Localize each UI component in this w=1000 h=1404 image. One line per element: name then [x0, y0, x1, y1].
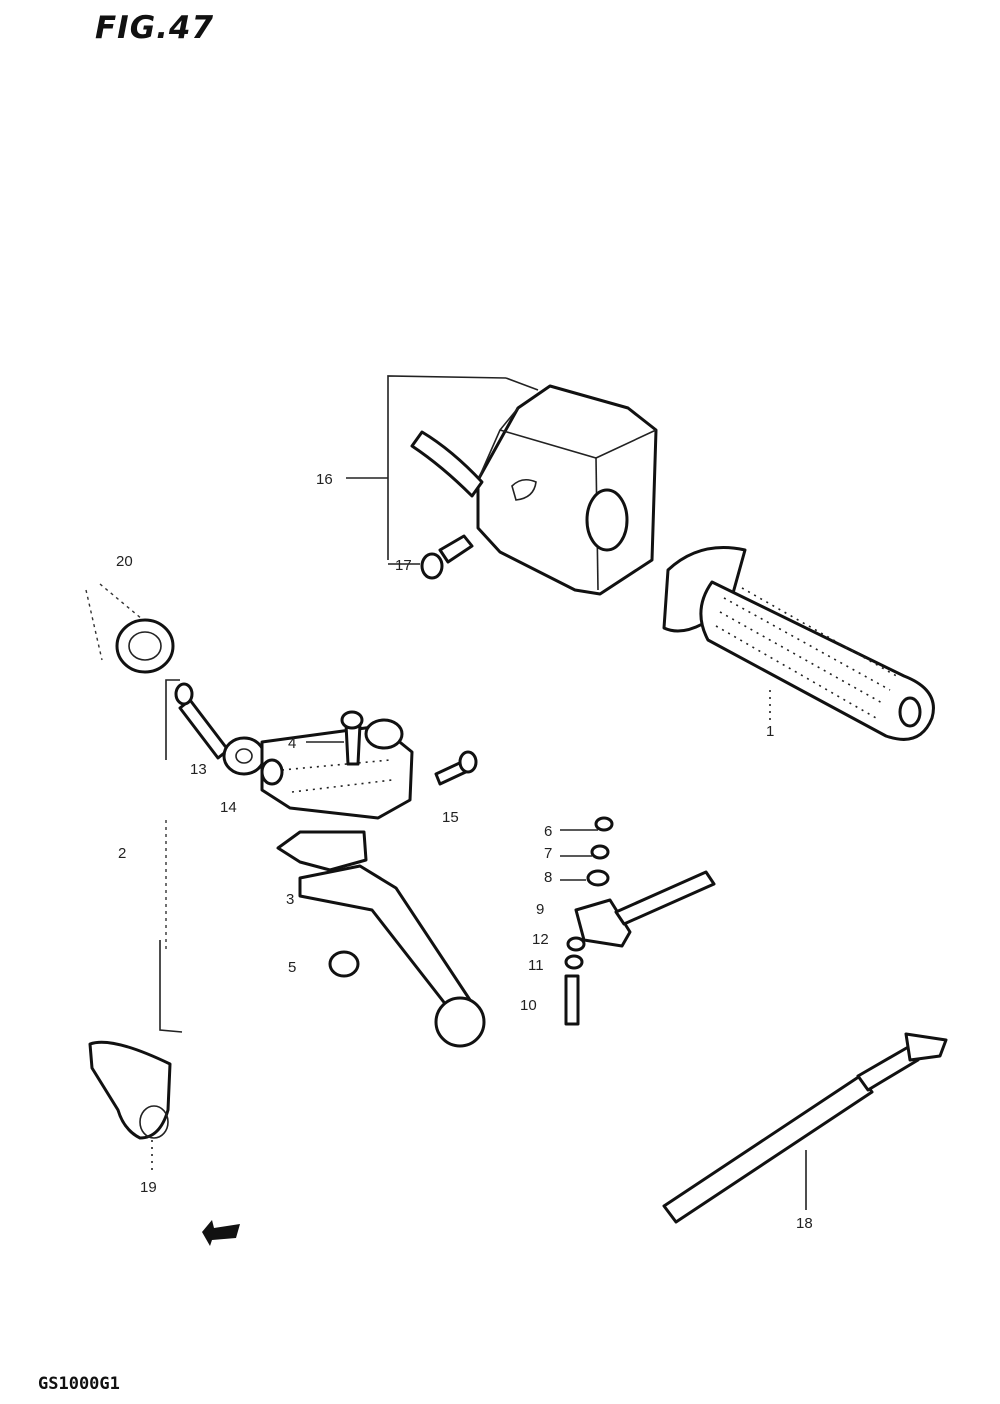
adjuster-bolt: 13	[174, 682, 230, 778]
clutch-switch-stack: 6 7 8 9 10 11 12	[520, 816, 716, 1026]
callout-5: 5	[288, 959, 296, 976]
clutch-lever: 2 3	[118, 830, 486, 1048]
figure-title: FIG.47	[95, 10, 215, 46]
callout-12: 12	[532, 931, 549, 948]
lever-boot-lower: 19	[88, 1040, 172, 1196]
callout-4: 4	[288, 735, 296, 752]
bracket-line-13	[165, 679, 180, 760]
callout-20: 20	[116, 553, 133, 570]
front-direction-arrow-icon	[202, 1220, 240, 1246]
callout-19: 19	[140, 1179, 157, 1196]
callout-14: 14	[220, 799, 237, 816]
callout-15: 15	[442, 809, 459, 826]
handlebar-grip: 1	[662, 546, 935, 741]
lever-boot-upper: 20	[85, 553, 175, 674]
adjuster-locknut: 14	[220, 736, 266, 816]
switch-housing	[410, 384, 658, 596]
callout-11: 11	[528, 957, 544, 974]
lever-pivot-nut: 5	[288, 950, 360, 978]
callout-6: 6	[544, 823, 552, 840]
lever-pivot-bolt: 4	[288, 710, 364, 766]
callout-3: 3	[286, 891, 294, 908]
switch-screw: 17	[388, 534, 474, 580]
callout-1: 1	[766, 723, 774, 740]
bracket-line-19	[159, 940, 183, 1033]
callout-9: 9	[536, 901, 544, 918]
wiring-band: 18	[662, 1032, 948, 1232]
callout-13: 13	[190, 761, 207, 778]
callout-10: 10	[520, 997, 537, 1014]
callout-16: 16	[316, 471, 333, 488]
callout-7: 7	[544, 845, 552, 862]
callout-16-group: 16	[316, 375, 539, 560]
holder-screw: 15	[434, 750, 478, 826]
model-code: GS1000G1	[38, 1374, 120, 1394]
callout-8: 8	[544, 869, 552, 886]
callout-17: 17	[395, 557, 412, 574]
callout-18: 18	[796, 1215, 813, 1232]
lever-holder	[260, 718, 414, 820]
callout-2: 2	[118, 845, 126, 862]
